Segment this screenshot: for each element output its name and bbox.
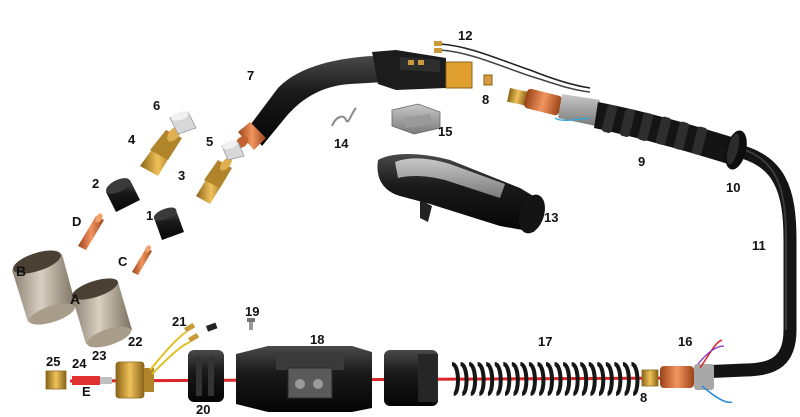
label-17: 17 xyxy=(538,334,552,349)
connector-block-15 xyxy=(391,103,441,135)
swan-neck xyxy=(248,50,473,146)
label-10: 10 xyxy=(726,180,740,195)
label-7: 7 xyxy=(247,68,254,83)
label-1: 1 xyxy=(146,208,153,223)
label-21: 21 xyxy=(172,314,186,329)
nozzle-B xyxy=(12,250,76,325)
label-5: 5 xyxy=(206,134,213,149)
label-8-top: 8 xyxy=(482,92,489,107)
label-A: A xyxy=(70,291,80,307)
part-25 xyxy=(45,370,67,390)
part-24 xyxy=(72,376,100,385)
label-2: 2 xyxy=(92,176,99,191)
part-23 xyxy=(100,377,112,384)
label-18: 18 xyxy=(310,332,324,347)
label-9: 9 xyxy=(638,154,645,169)
spring-clip-14 xyxy=(331,107,357,127)
label-C: C xyxy=(118,254,128,269)
label-19: 19 xyxy=(245,304,259,319)
nozzle-A xyxy=(72,278,132,348)
label-3: 3 xyxy=(178,168,185,183)
label-25: 25 xyxy=(46,354,60,369)
insulator-6 xyxy=(169,111,197,135)
cable-ring-10 xyxy=(725,130,747,170)
red-liner xyxy=(69,376,691,383)
label-14: 14 xyxy=(334,136,349,151)
cable-hose xyxy=(693,143,797,379)
label-15: 15 xyxy=(438,124,452,139)
label-12: 12 xyxy=(458,28,472,43)
rear-connector-9 xyxy=(507,88,735,164)
label-20: 20 xyxy=(196,402,210,417)
spring-17 xyxy=(451,362,640,396)
handle-body-18 xyxy=(236,346,372,412)
label-E: E xyxy=(82,384,91,399)
cable-hose-highlight xyxy=(734,146,787,330)
screw-19 xyxy=(247,318,255,330)
spring-coil xyxy=(451,362,640,396)
gas-diffuser-3 xyxy=(196,157,232,204)
label-8-bottom: 8 xyxy=(640,390,647,405)
handle-shell-13 xyxy=(377,154,545,234)
label-11: 11 xyxy=(752,238,766,253)
label-16: 16 xyxy=(678,334,692,349)
contact-tip-D xyxy=(78,213,104,250)
label-4: 4 xyxy=(128,132,136,147)
handle-rear-piece xyxy=(384,350,438,406)
label-6: 6 xyxy=(153,98,160,113)
insulator-5 xyxy=(221,140,245,161)
brass-connector-22 xyxy=(115,322,200,399)
part-21-clip xyxy=(205,322,218,332)
label-B: B xyxy=(16,263,26,279)
label-23: 23 xyxy=(92,348,106,363)
contact-tip-C xyxy=(132,245,152,275)
connector-8-16 xyxy=(641,339,733,404)
label-D: D xyxy=(72,214,81,229)
label-13: 13 xyxy=(544,210,558,225)
tip-holder-2 xyxy=(106,178,140,212)
small-bush-top xyxy=(483,74,493,86)
label-22: 22 xyxy=(128,334,142,349)
neck-wires xyxy=(434,41,591,93)
part-labels: C D 1 2 3 4 5 6 7 8 9 10 11 12 13 14 15 … xyxy=(16,28,766,417)
nut-20 xyxy=(188,350,224,402)
label-24: 24 xyxy=(72,356,87,371)
tip-holder-1 xyxy=(153,207,184,240)
